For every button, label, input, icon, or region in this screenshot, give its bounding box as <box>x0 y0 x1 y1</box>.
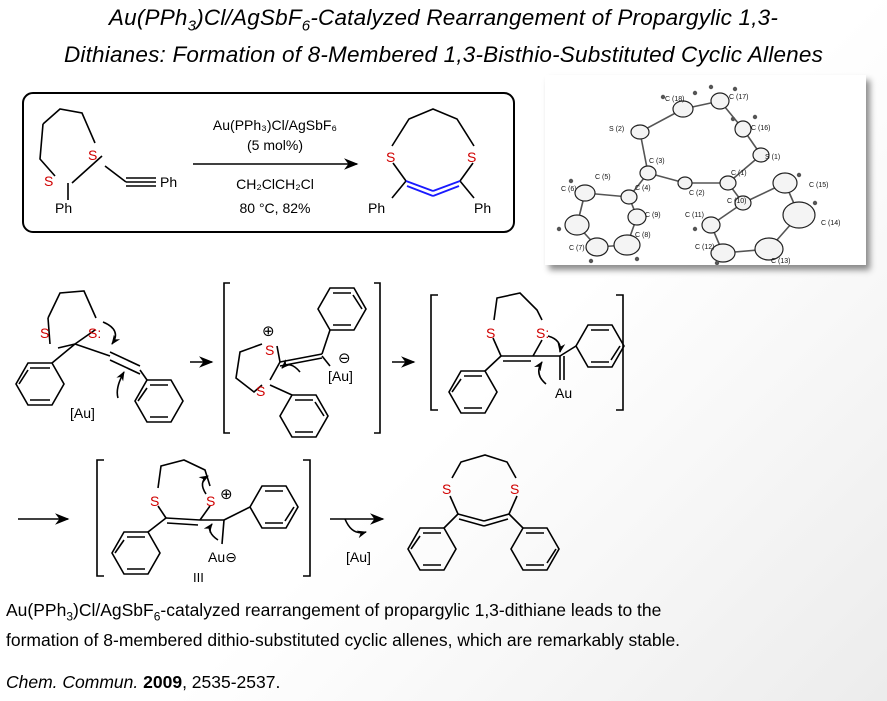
solvent-label: CH₂ClCH₂Cl <box>236 176 314 192</box>
atom-label: C (2) <box>689 190 705 197</box>
sulfur-atom: S <box>256 383 265 399</box>
citation-year: 2009 <box>143 672 183 692</box>
sulfur-atom: S: <box>88 325 101 341</box>
phenyl-label: Ph <box>160 174 177 190</box>
phenyl-label: Ph <box>474 200 491 216</box>
sulfur-atom: S <box>150 493 159 509</box>
negative-charge: ⊖ <box>338 350 351 367</box>
sulfur-atom: S <box>88 147 97 163</box>
product-allene <box>391 108 475 199</box>
intermediate-label: III <box>193 570 204 585</box>
gold-catalyst-label: [Au] <box>328 368 353 384</box>
intermediate-bracket <box>223 282 381 434</box>
atom-label: C (11) <box>685 212 704 219</box>
citation-pages: , 2535-2537. <box>182 672 281 692</box>
positive-charge: ⊕ <box>262 323 275 340</box>
atom-label: C (12) <box>695 244 714 251</box>
sulfur-atom: S <box>486 325 495 341</box>
sulfur-atom: S <box>442 481 451 497</box>
ortep-hydrogens <box>556 84 818 266</box>
mechanism-substrate <box>15 290 184 423</box>
caption-line-1: Au(PPh3)Cl/AgSbF6-catalyzed rearrangemen… <box>6 600 662 624</box>
ortep-diagram: C (18) C (17) C (16) S (2) S (1) C (3) C… <box>556 84 840 266</box>
catalyst-label: Au(PPh₃)Cl/AgSbF₆ <box>213 117 337 133</box>
citation-journal: Chem. Commun. <box>6 672 139 692</box>
atom-label: C (6) <box>561 186 577 193</box>
gold-label: Au <box>555 385 572 401</box>
positive-charge: ⊕ <box>220 486 233 503</box>
final-allene <box>407 454 560 571</box>
atom-label: C (15) <box>809 182 828 189</box>
xray-structure-image: C (18) C (17) C (16) S (2) S (1) C (3) C… <box>545 75 866 266</box>
citation: Chem. Commun. 2009, 2535-2537. <box>6 672 280 693</box>
sulfur-atom: S <box>510 481 519 497</box>
elimination-arrow <box>330 513 385 539</box>
caption-line-2: formation of 8-membered dithio-substitut… <box>6 629 681 650</box>
intermediate-three <box>111 459 299 575</box>
gold-catalyst-label: [Au] <box>70 405 95 421</box>
atom-label: C (14) <box>821 220 840 227</box>
gold-catalyst-label: [Au] <box>346 549 371 565</box>
atom-label: C (9) <box>645 212 661 219</box>
atom-label: S (2) <box>609 126 624 133</box>
atom-label: C (13) <box>771 258 790 265</box>
intermediate-sulfonium <box>235 287 367 438</box>
caption-text: Au(PPh3)Cl/AgSbF6-catalyzed rearrangemen… <box>6 599 876 652</box>
atom-label: C (1) <box>731 170 747 177</box>
gold-anion-label: Au⊖ <box>208 549 237 565</box>
intermediate-carbene <box>448 292 625 414</box>
title-line-1: Au(PPh3)Cl/AgSbF6-Catalyzed Rearrangemen… <box>108 5 779 35</box>
sulfur-atom: S <box>40 325 49 341</box>
intermediate-bracket <box>430 294 624 411</box>
atom-label: C (17) <box>729 94 748 101</box>
atom-label: C (3) <box>649 158 665 165</box>
atom-label: C (7) <box>569 245 585 252</box>
atom-label: C (5) <box>595 174 611 181</box>
allene-bonds <box>405 180 461 197</box>
phenyl-label: Ph <box>55 200 72 216</box>
slide-title: Au(PPh3)Cl/AgSbF6-Catalyzed Rearrangemen… <box>0 4 887 69</box>
conditions-label: 80 °C, 82% <box>240 200 311 216</box>
reaction-box: S S Ph Ph Au(PPh₃)Cl/AgSbF₆ (5 mol%) CH₂… <box>22 92 515 233</box>
atom-label: C (4) <box>635 185 651 192</box>
atom-label: C (16) <box>751 125 770 132</box>
sulfur-atom: S <box>44 173 53 189</box>
atom-label: S (1) <box>765 154 780 161</box>
sulfur-atom: S <box>206 493 215 509</box>
phenyl-label: Ph <box>368 200 385 216</box>
intermediate-bracket <box>96 459 311 577</box>
ortep-atom-labels: C (18) C (17) C (16) S (2) S (1) C (3) C… <box>561 94 840 265</box>
sulfur-atom: S: <box>536 325 549 341</box>
ortep-ellipsoids <box>564 92 816 263</box>
sulfur-atom: S <box>265 342 274 358</box>
starting-dithiane <box>39 108 156 200</box>
atom-label: C (8) <box>635 232 651 239</box>
atom-label: C (18) <box>665 96 684 103</box>
sulfur-atom: S <box>386 149 395 165</box>
atom-label: C (10) <box>727 198 746 205</box>
loading-label: (5 mol%) <box>247 137 303 153</box>
title-line-2: Dithianes: Formation of 8-Membered 1,3-B… <box>63 41 824 67</box>
sulfur-atom: S <box>467 149 476 165</box>
